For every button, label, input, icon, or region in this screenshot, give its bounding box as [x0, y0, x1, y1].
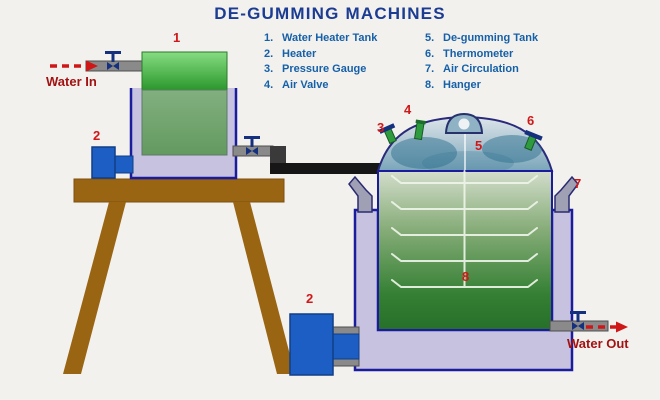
legend-column-1: 1. Water Heater Tank 2. Heater 3. Pressu… — [264, 31, 377, 93]
legend-item: 2. Heater — [264, 47, 377, 63]
legend-item-number: 4. — [264, 78, 274, 91]
legend-item: 5. De-gumming Tank — [425, 31, 538, 47]
legend-item-number: 3. — [264, 63, 274, 76]
water-in-pipe — [85, 51, 145, 72]
callout-2-heater-left: 2 — [93, 128, 101, 143]
degumming-tank-body — [377, 170, 553, 331]
heater-left — [91, 146, 134, 179]
callout-7-air-circulation: 7 — [574, 176, 582, 191]
callout-1-water-heater-tank: 1 — [173, 30, 181, 45]
callout-5-degumming-tank: 5 — [475, 138, 483, 153]
callout-3-pressure-gauge: 3 — [377, 120, 385, 135]
water-out-arrow — [586, 321, 628, 333]
legend-item-label: Air Circulation — [443, 63, 519, 76]
legend-item: 8. Hanger — [425, 78, 538, 94]
thermometer — [524, 129, 543, 151]
legend-item-label: Pressure Gauge — [282, 63, 367, 76]
legend-item: 6. Thermometer — [425, 47, 538, 63]
legend-column-2: 5. De-gumming Tank 6. Thermometer 7. Air… — [425, 31, 538, 93]
water-in-label: Water In — [46, 74, 97, 89]
legend-item-number: 5. — [425, 32, 435, 44]
page-title: DE-GUMMING MACHINES — [214, 4, 446, 23]
legend-item-number: 6. — [425, 47, 435, 60]
legend-item: 1. Water Heater Tank — [264, 31, 377, 47]
hanger-rack — [391, 170, 538, 288]
water-out-pipe — [549, 311, 609, 332]
air-valve — [413, 119, 426, 141]
legend-item-label: Thermometer — [443, 47, 514, 60]
water-out-label: Water Out — [567, 336, 629, 351]
air-circulation-right — [554, 175, 579, 213]
air-circulation-left — [348, 175, 373, 213]
air-circulation-pipes — [348, 175, 579, 213]
callout-6-thermometer: 6 — [527, 113, 535, 128]
water-in-arrow — [50, 60, 98, 72]
legend-item-label: Water Heater Tank — [282, 32, 378, 44]
legend-item: 4. Air Valve — [264, 78, 377, 94]
legend-item-number: 7. — [425, 63, 435, 76]
callout-2-heater-bottom: 2 — [306, 291, 314, 306]
legend-item-number: 1. — [264, 32, 274, 44]
heater-bottom — [289, 313, 360, 376]
legend-item-label: Heater — [282, 47, 317, 60]
legend-item-label: Hanger — [443, 78, 481, 91]
callout-8-hanger: 8 — [462, 269, 470, 284]
transfer-pipe — [232, 136, 382, 174]
legend-item-label: De-gumming Tank — [443, 32, 539, 44]
legend-item-label: Air Valve — [282, 78, 329, 91]
legend-item-number: 2. — [264, 47, 274, 60]
water-heater-tank — [141, 51, 228, 156]
callout-4-air-valve: 4 — [404, 102, 412, 117]
legend-item: 3. Pressure Gauge — [264, 62, 377, 78]
legend-item-number: 8. — [425, 78, 435, 91]
pressure-gauge-valve — [378, 123, 397, 145]
table — [63, 178, 295, 374]
legend-item: 7. Air Circulation — [425, 62, 538, 78]
